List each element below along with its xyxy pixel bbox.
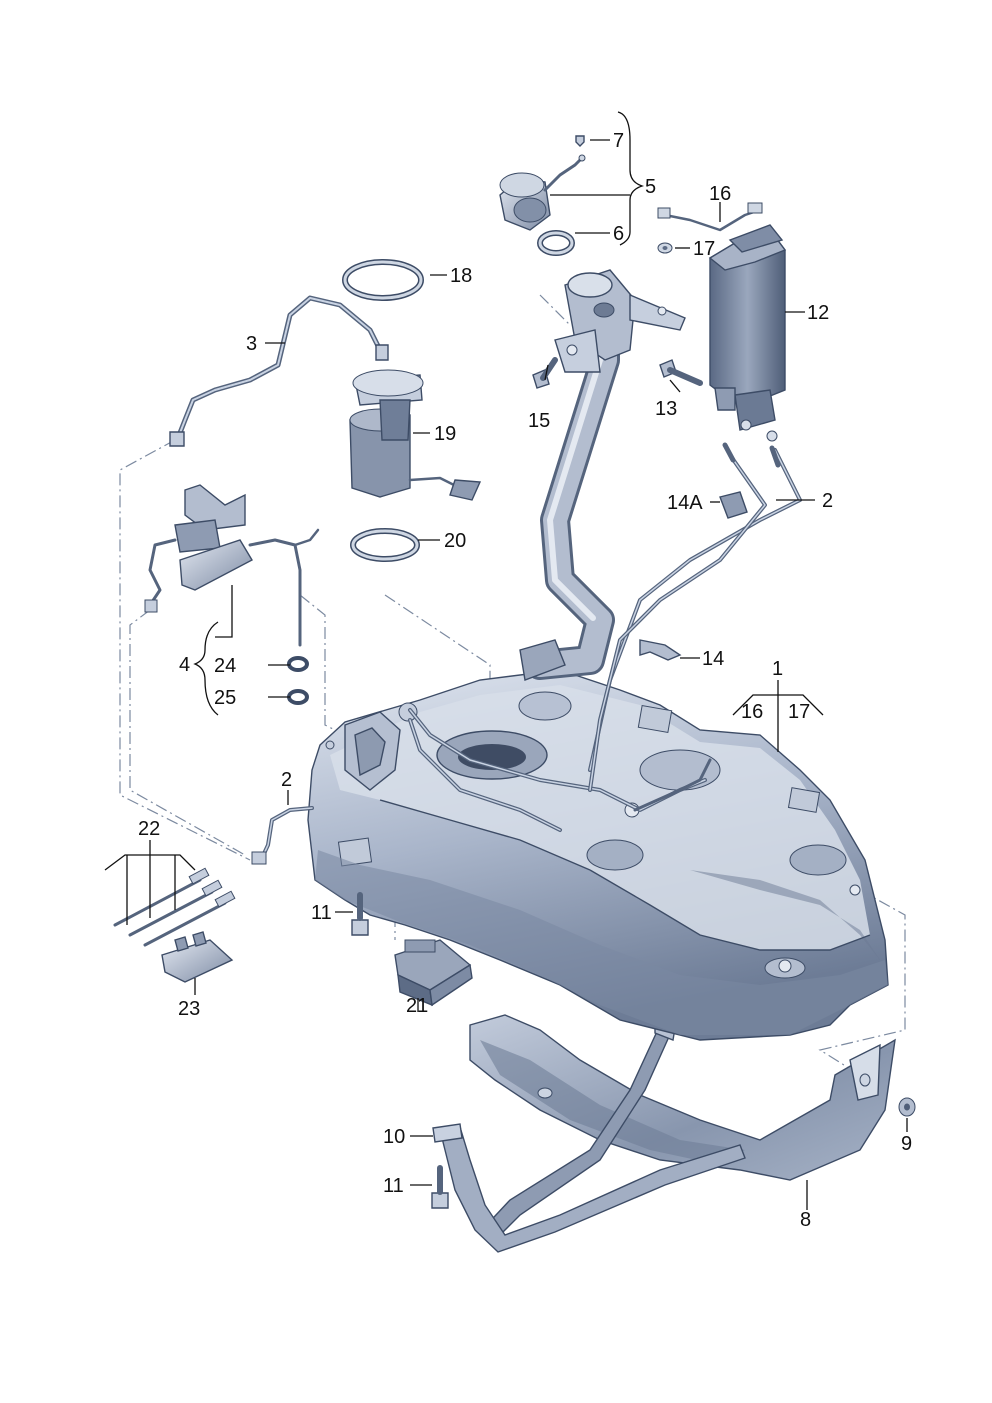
callout-5: 5 [645,176,656,198]
callout-16-top: 16 [709,183,731,205]
connector-repair-kit [113,867,236,983]
callout-1: 1 [772,658,783,680]
fuel-cap-assembly [499,135,586,256]
callout-7: 7 [613,130,624,152]
callout-11-upper: 11 [311,902,332,924]
callout-6: 6 [613,223,624,245]
callout-14: 14 [702,648,724,670]
callout-21: 21 [406,995,428,1017]
leader-lines [104,111,908,1210]
bolts-11 [351,892,449,1209]
fuel-filter-assembly [144,484,320,705]
fuel-pump-control-unit [394,939,473,1007]
callout-16-bottom: 16 [741,701,763,723]
callout-9: 9 [901,1133,912,1155]
fuel-line-lower [251,806,314,865]
callout-22: 22 [138,818,160,840]
carbon-canister [532,202,787,519]
nut-9 [898,1097,916,1117]
callout-11-lower: 11 [383,1175,404,1197]
callout-17-top: 17 [693,238,715,260]
callout-19: 19 [434,423,456,445]
callout-13: 13 [655,398,677,420]
callout-25: 25 [214,687,236,709]
callout-20: 20 [444,530,466,552]
heat-shield [469,1014,896,1181]
callout-15: 15 [528,410,550,432]
fuel-pump-assembly [169,259,482,562]
line-clip [639,639,682,661]
callout-17-bottom: 17 [788,701,810,723]
callout-8: 8 [800,1209,811,1231]
callout-18: 18 [450,265,472,287]
callout-3: 3 [246,333,257,355]
callout-labels: 7 5 6 16 17 12 18 3 15 13 19 14A 2 20 14… [138,130,912,1231]
callout-23: 23 [178,998,200,1020]
callout-12: 12 [807,302,829,324]
callout-2-left: 2 [281,769,292,791]
callout-4: 4 [179,654,190,676]
callout-2-right: 2 [822,490,833,512]
callout-14a: 14A [667,492,703,514]
callout-24: 24 [214,655,236,677]
callout-10: 10 [383,1126,405,1148]
